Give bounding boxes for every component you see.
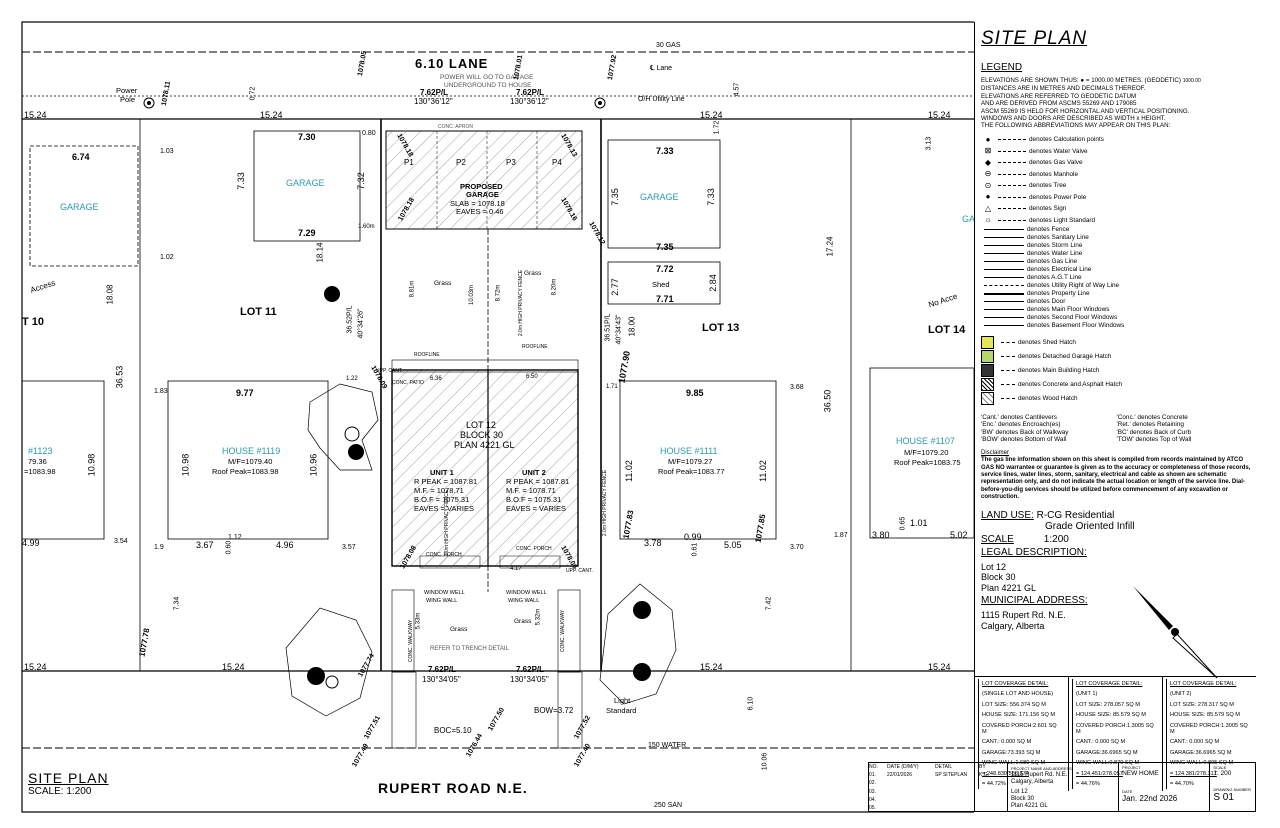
hatch-item: denotes Shed Hatch <box>981 336 1252 350</box>
legend-item: denotes Basement Floor Windows <box>981 322 1252 330</box>
basement-window-icon <box>984 325 1024 327</box>
legend-item: denotes Electrical Line <box>981 266 1252 274</box>
coverage-single: LOT COVERAGE DETAIL: (SINGLE LOT AND HOU… <box>974 677 1068 792</box>
project-address: PROJECT NAME AND ADDRESS 1115 Rupert Rd.… <box>1007 763 1118 811</box>
legend-item: denotes Main Floor Windows <box>981 306 1252 314</box>
legend-item: ●denotes Power Pole <box>981 191 1252 203</box>
light-standard-icon: ☼ <box>984 215 992 225</box>
property-line-icon <box>984 292 1024 295</box>
bottom-site-plan-label: SITE PLAN SCALE: 1:200 <box>28 770 109 797</box>
fence-line-icon <box>984 229 1024 231</box>
water-line-icon <box>984 253 1024 255</box>
tree-icon: ⊙ <box>984 180 992 190</box>
gas-valve-icon: ◆ <box>984 157 992 167</box>
info-panel: SITE PLAN LEGEND ELEVATIONS ARE SHOWN TH… <box>974 22 1256 812</box>
legend-note-7: THE FOLLOWING ABBREVIATIONS MAY APPEAR O… <box>981 122 1171 130</box>
land-use-heading: LAND USE: <box>981 509 1034 521</box>
legend-note-3: ELEVATIONS ARE REFERRED TO GEODETIC DATU… <box>981 92 1137 100</box>
legend-item: denotes A.G.T Line <box>981 274 1252 282</box>
gas-line-icon <box>984 261 1024 263</box>
land-use: LAND USE: R-CG Residential Grade Oriente… <box>981 510 1252 545</box>
north-arrow-icon <box>1133 586 1218 679</box>
lot-coverage: LOT COVERAGE DETAIL: (SINGLE LOT AND HOU… <box>974 676 1256 792</box>
legend-item: denotes Storm Line <box>981 242 1252 250</box>
calc-point-icon: ● <box>985 134 991 144</box>
legend-title: LEGEND <box>981 62 1023 73</box>
agt-line-icon <box>984 277 1024 279</box>
legal-description: Lot 12 Block 30 Plan 4221 GL <box>981 561 1037 593</box>
legend-item: denotes Door <box>981 298 1252 306</box>
row-line-icon <box>984 285 1024 287</box>
legend-item: ⊖denotes Manhole <box>981 168 1252 180</box>
site-plan-drawing <box>21 21 974 813</box>
door-icon <box>984 301 1024 303</box>
panel-title: SITE PLAN <box>981 28 1088 49</box>
hatch-item: denotes Concrete and Asphalt Hatch <box>981 378 1252 392</box>
sanitary-line-icon <box>984 237 1024 239</box>
main-window-icon <box>984 309 1024 311</box>
power-pole-icon: ● <box>985 192 991 202</box>
second-window-icon <box>984 317 1024 319</box>
legend-item: denotes Water Line <box>981 250 1252 258</box>
coverage-unit-2: LOT COVERAGE DETAIL: (UNIT 2) LOT SIZE: … <box>1162 677 1256 792</box>
legend-elev-value: = 1000.00 METRES. (GEODETIC) <box>1085 77 1181 84</box>
electrical-line-icon <box>984 269 1024 271</box>
hatch-item: denotes Main Building Hatch <box>981 364 1252 378</box>
shed-hatch-icon <box>981 336 994 350</box>
coverage-unit-1: LOT COVERAGE DETAIL: (UNIT 1) LOT SIZE: … <box>1068 677 1162 792</box>
hatch-item: denotes Detached Garage Hatch <box>981 350 1252 364</box>
legend-elev-sample: 1000.00 <box>1182 78 1201 84</box>
legend-note-2: DISTANCES ARE IN METRES AND DECIMALS THE… <box>981 85 1146 93</box>
legend-item: ☼denotes Light Standard <box>981 214 1252 226</box>
abbreviations: 'Cant.' denotes Cantilevers'Conc.' denot… <box>981 413 1192 444</box>
municipal-address: 1115 Rupert Rd. N.E. Calgary, Alberta <box>981 610 1066 631</box>
legend-item: denotes Gas Line <box>981 258 1252 266</box>
garage-hatch-icon <box>981 350 994 364</box>
legend-item: △denotes Sign <box>981 203 1252 215</box>
water-valve-icon: ⊠ <box>984 146 992 156</box>
building-hatch-icon <box>981 364 994 378</box>
sheet-info: SCALE 1: 200 DRAWING NUMBER S 01 <box>1209 763 1255 811</box>
legend-item: denotes Property Line <box>981 290 1252 298</box>
legend-item: denotes Fence <box>981 226 1252 234</box>
disclaimer: Disclaimer The gas line information show… <box>981 450 1252 502</box>
legend-item: denotes Sanitary Line <box>981 234 1252 242</box>
concrete-hatch-icon <box>981 378 994 392</box>
legend-item: denotes Second Floor Windows <box>981 314 1252 322</box>
disclaimer-heading: Disclaimer <box>981 449 1010 456</box>
legend-note-4: AND ARE DERIVED FROM ASCMS 55269 AND 179… <box>981 100 1137 108</box>
address-heading: MUNICIPAL ADDRESS: <box>981 595 1088 607</box>
land-use-value: R-CG Residential <box>1036 509 1115 521</box>
storm-line-icon <box>984 245 1024 247</box>
legend-item: ⊠denotes Water Valve <box>981 145 1252 157</box>
legend-item: denotes Utility Right of Way Line <box>981 282 1252 290</box>
scale-value: 1:200 <box>1043 533 1069 545</box>
project-info: PROJECT NEW HOME DATE Jan. 22nd 2026 <box>1118 763 1209 811</box>
disclaimer-text: The gas line information shown on this s… <box>981 457 1251 501</box>
legend-notes: ELEVATIONS ARE SHOWN THUS: ● = 1000.00 M… <box>981 77 1252 130</box>
bottom-scale: SCALE: 1:200 <box>28 786 92 797</box>
elev-dot-icon: ● <box>1080 77 1085 84</box>
hatch-legend: denotes Shed Hatch denotes Detached Gara… <box>981 336 1252 406</box>
wood-hatch-icon <box>981 392 994 406</box>
legend-item: ⊙denotes Tree <box>981 180 1252 192</box>
legend-elev-note: ELEVATIONS ARE SHOWN THUS: <box>981 77 1079 84</box>
scale-heading: SCALE <box>981 533 1014 545</box>
legend-item: ●denotes Calculation points <box>981 134 1252 146</box>
bottom-title: SITE PLAN <box>28 770 109 786</box>
legal-heading: LEGAL DESCRIPTION: <box>981 546 1087 558</box>
legend-item: ◆denotes Gas Valve <box>981 157 1252 169</box>
hatch-item: denotes Wood Hatch <box>981 392 1252 406</box>
legend-items: ●denotes Calculation points ⊠denotes Wat… <box>981 134 1252 330</box>
legend-note-5: ASCM 55269 IS HELD FOR HORIZONTAL AND VE… <box>981 107 1190 115</box>
sign-icon: △ <box>984 203 992 213</box>
legend-note-6: WINDOWS AND DOORS ARE DESCRIBED AS WIDTH… <box>981 115 1166 123</box>
land-use-value-2: Grade Oriented Infill <box>1045 520 1135 532</box>
manhole-icon: ⊖ <box>984 169 992 179</box>
